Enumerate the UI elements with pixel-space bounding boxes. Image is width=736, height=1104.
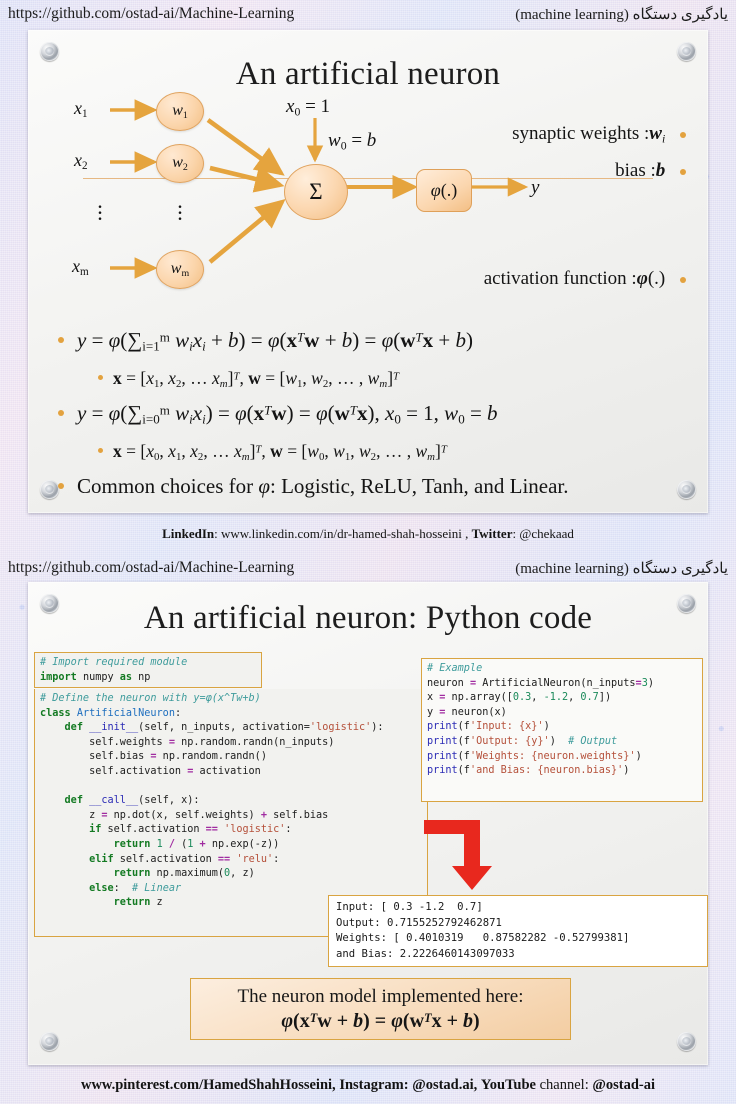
code-block-import[interactable]: # Import required module import numpy as… [34,652,262,688]
slide1-footer: LinkedIn: www.linkedin.com/in/dr-hamed-s… [162,526,574,541]
output-console: Input: [ 0.3 -1.2 0.7] Output: 0.7155252… [328,895,708,967]
slide2-header: https://github.com/ostad-ai/Machine-Lear… [0,556,736,580]
slide1-header: https://github.com/ostad-ai/Machine-Lear… [0,2,736,26]
twitter-label: Twitter [471,526,513,541]
screw-icon [677,594,696,613]
formula-box-equation: φ(xTw + b) = φ(wTx + b) [281,1009,480,1032]
code-block-example[interactable]: # Example neuron = ArtificialNeuron(n_in… [421,658,703,802]
youtube-value[interactable]: @ostad-ai [592,1077,656,1093]
input-label-x1: x1 [74,98,88,121]
formula-summary-box: The neuron model implemented here: φ(xTw… [190,978,571,1040]
input-label-xm: xm [72,256,89,279]
slide2-title: An artificial neuron: Python code [143,600,593,636]
slide1-title: An artificial neuron [235,56,501,92]
weight-node-w1: w1 [156,92,204,131]
screw-icon [40,594,59,613]
footer-separator: , [461,526,472,541]
screw-icon [40,42,59,61]
linkedin-label: LinkedIn [162,526,215,541]
instagram-value[interactable]: @ostad.ai, [412,1077,478,1093]
pinterest-link[interactable]: www.pinterest.com/HamedShahHosseini, [80,1077,336,1093]
legend-activation-function: activation function :φ(.) [484,268,686,290]
bullet-dot-icon [58,483,64,490]
output-line-1: Input: [ 0.3 -1.2 0.7] [336,901,483,913]
weight-node-w2: w2 [156,144,204,183]
bullet-dot-icon [58,337,64,344]
screw-icon [40,480,59,499]
weight-ellipsis: ... [177,188,183,225]
input-ellipsis: ... [97,188,103,225]
legend-bias: bias :b [615,160,686,182]
youtube-label: YouTube [480,1077,536,1093]
equation-row-4: x = [x0, x1, x2, … xm]T, w = [w0, w1, w2… [98,441,447,463]
screw-icon [677,42,696,61]
bullet-dot-icon [98,448,103,454]
slide1-header-farsi: یادگیری دستگاه (machine learning) [515,6,728,23]
diagram-guide-line [83,178,653,179]
activation-node: φ(.) [416,169,472,212]
equation-row-5: Common choices for φ: Logistic, ReLU, Ta… [58,474,569,499]
equation-row-3: y = φ(∑i=0m wixi) = φ(xTw) = φ(wTx), x0 … [58,401,498,428]
screw-icon [677,480,696,499]
neuron-diagram: x1 x2 xm w1 w2 wm ... ... [28,30,708,289]
slide2-panel: An artificial neuron: Python code # Impo… [28,582,708,1065]
summation-node: Σ [284,164,348,220]
slide2-header-url: https://github.com/ostad-ai/Machine-Lear… [8,559,295,576]
bullet-dot-icon [680,276,686,283]
output-line-3: Weights: [ 0.4010319 0.87582282 -0.52799… [336,932,630,944]
slide1-panel: An artificial neuron [28,30,708,513]
slide2-header-farsi: یادگیری دستگاه (machine learning) [515,560,728,577]
twitter-value[interactable]: @chekaad [519,526,574,541]
diagram-connections [110,99,529,279]
output-label-y: y [531,177,540,198]
output-line-2: Output: 0.7155252792462871 [336,916,502,929]
youtube-channel-word: channel: [539,1077,589,1093]
output-line-4: and Bias: 2.2226460143097033 [336,947,515,960]
screw-icon [677,1032,696,1051]
screw-icon [40,1032,59,1051]
slide1-header-url: https://github.com/ostad-ai/Machine-Lear… [8,5,295,22]
weight-node-wm: wm [156,250,204,289]
bias-weight-label: w0 = b [328,130,377,153]
bias-input-label: x0 = 1 [286,96,331,119]
equation-row-2: x = [x1, x2, … xm]T, w = [w1, w2, … , wm… [98,368,399,390]
bullet-dot-icon [680,168,686,175]
bullet-dot-icon [98,375,103,381]
slide2-footer: www.pinterest.com/HamedShahHosseini, Ins… [0,1077,736,1094]
equation-row-1: y = φ(∑i=1m wixi + b) = φ(xTw + b) = φ(w… [58,328,473,355]
formula-box-caption: The neuron model implemented here: [237,985,524,1007]
code-block-class[interactable]: # Define the neuron with y=φ(x^Tw+b) cla… [34,689,428,937]
input-label-x2: x2 [74,150,88,173]
flow-arrow-icon [424,820,492,890]
legend-synaptic-weights: synaptic weights :wi [512,123,686,146]
bullet-dot-icon [58,410,64,417]
bullet-dot-icon [680,131,686,138]
linkedin-value[interactable]: www.linkedin.com/in/dr-hamed-shah-hossei… [221,526,462,541]
instagram-label: Instagram: [339,1077,409,1093]
